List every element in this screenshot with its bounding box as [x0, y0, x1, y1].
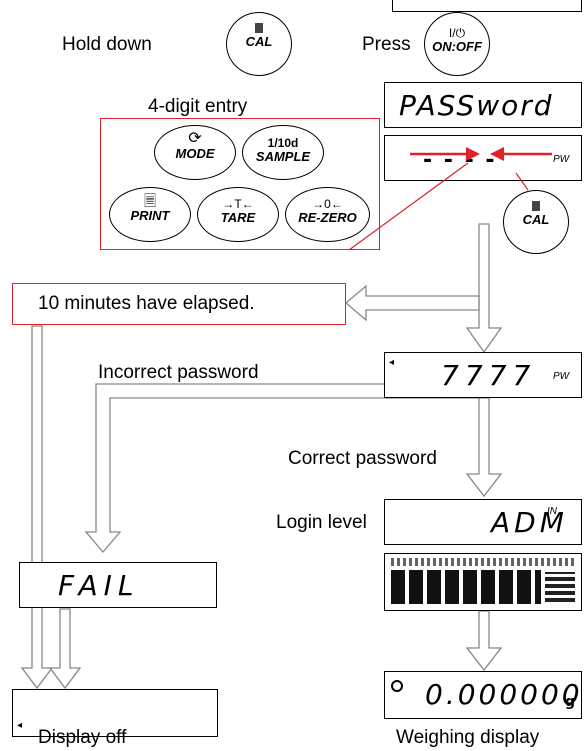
weight-icon — [255, 23, 263, 33]
segment-units — [545, 572, 575, 602]
timeout-label: 10 minutes have elapsed. — [38, 293, 255, 314]
rezero-button[interactable]: →0← RE-ZERO — [285, 187, 370, 242]
timeout-box — [12, 283, 346, 325]
on-off-button[interactable]: I/⏻ ON:OFF — [424, 12, 490, 76]
display-off-box: ◂ — [12, 689, 218, 737]
cal-button[interactable]: CAL — [226, 12, 292, 76]
top-display-partial — [392, 0, 582, 12]
segment-digits — [391, 570, 541, 604]
cycle-icon: ⟳ — [188, 130, 202, 147]
print-button[interactable]: 🗏 PRINT — [109, 187, 191, 242]
correct-password-label: Correct password — [288, 448, 437, 469]
mode-button[interactable]: ⟳ MODE — [154, 125, 236, 180]
entered-password-display: ◂ 7777 PW — [384, 352, 582, 398]
sample-button[interactable]: 1/10d SAMPLE — [242, 125, 324, 180]
password-display: PASSword — [384, 82, 582, 128]
press-label: Press — [362, 34, 411, 55]
password-entry-display: - - - - PW — [384, 135, 582, 181]
weighing-display-label: Weighing display — [396, 727, 540, 748]
hold-down-label: Hold down — [62, 34, 152, 55]
segment-test-pattern — [391, 558, 575, 566]
power-icon: I/⏻ — [448, 26, 466, 40]
login-level-display: ADM IN — [384, 499, 582, 545]
weight-icon — [532, 201, 540, 211]
all-segments-display — [384, 553, 582, 611]
incorrect-password-label: Incorrect password — [98, 362, 259, 383]
tare-button[interactable]: →T← TARE — [197, 187, 279, 242]
weighing-display: 0.000000 g — [384, 671, 582, 719]
cal-button-small[interactable]: CAL — [503, 190, 569, 254]
login-level-label: Login level — [276, 512, 367, 533]
stable-indicator — [391, 680, 403, 692]
key-group-box — [100, 118, 380, 250]
display-off-label: Display off — [38, 727, 127, 748]
fail-display: FAIL — [19, 562, 217, 608]
four-digit-entry-label: 4-digit entry — [148, 96, 248, 117]
arrow-indicator: ◂ — [389, 357, 395, 368]
arrow-indicator: ◂ — [17, 720, 23, 731]
print-icon: 🗏 — [143, 193, 157, 210]
